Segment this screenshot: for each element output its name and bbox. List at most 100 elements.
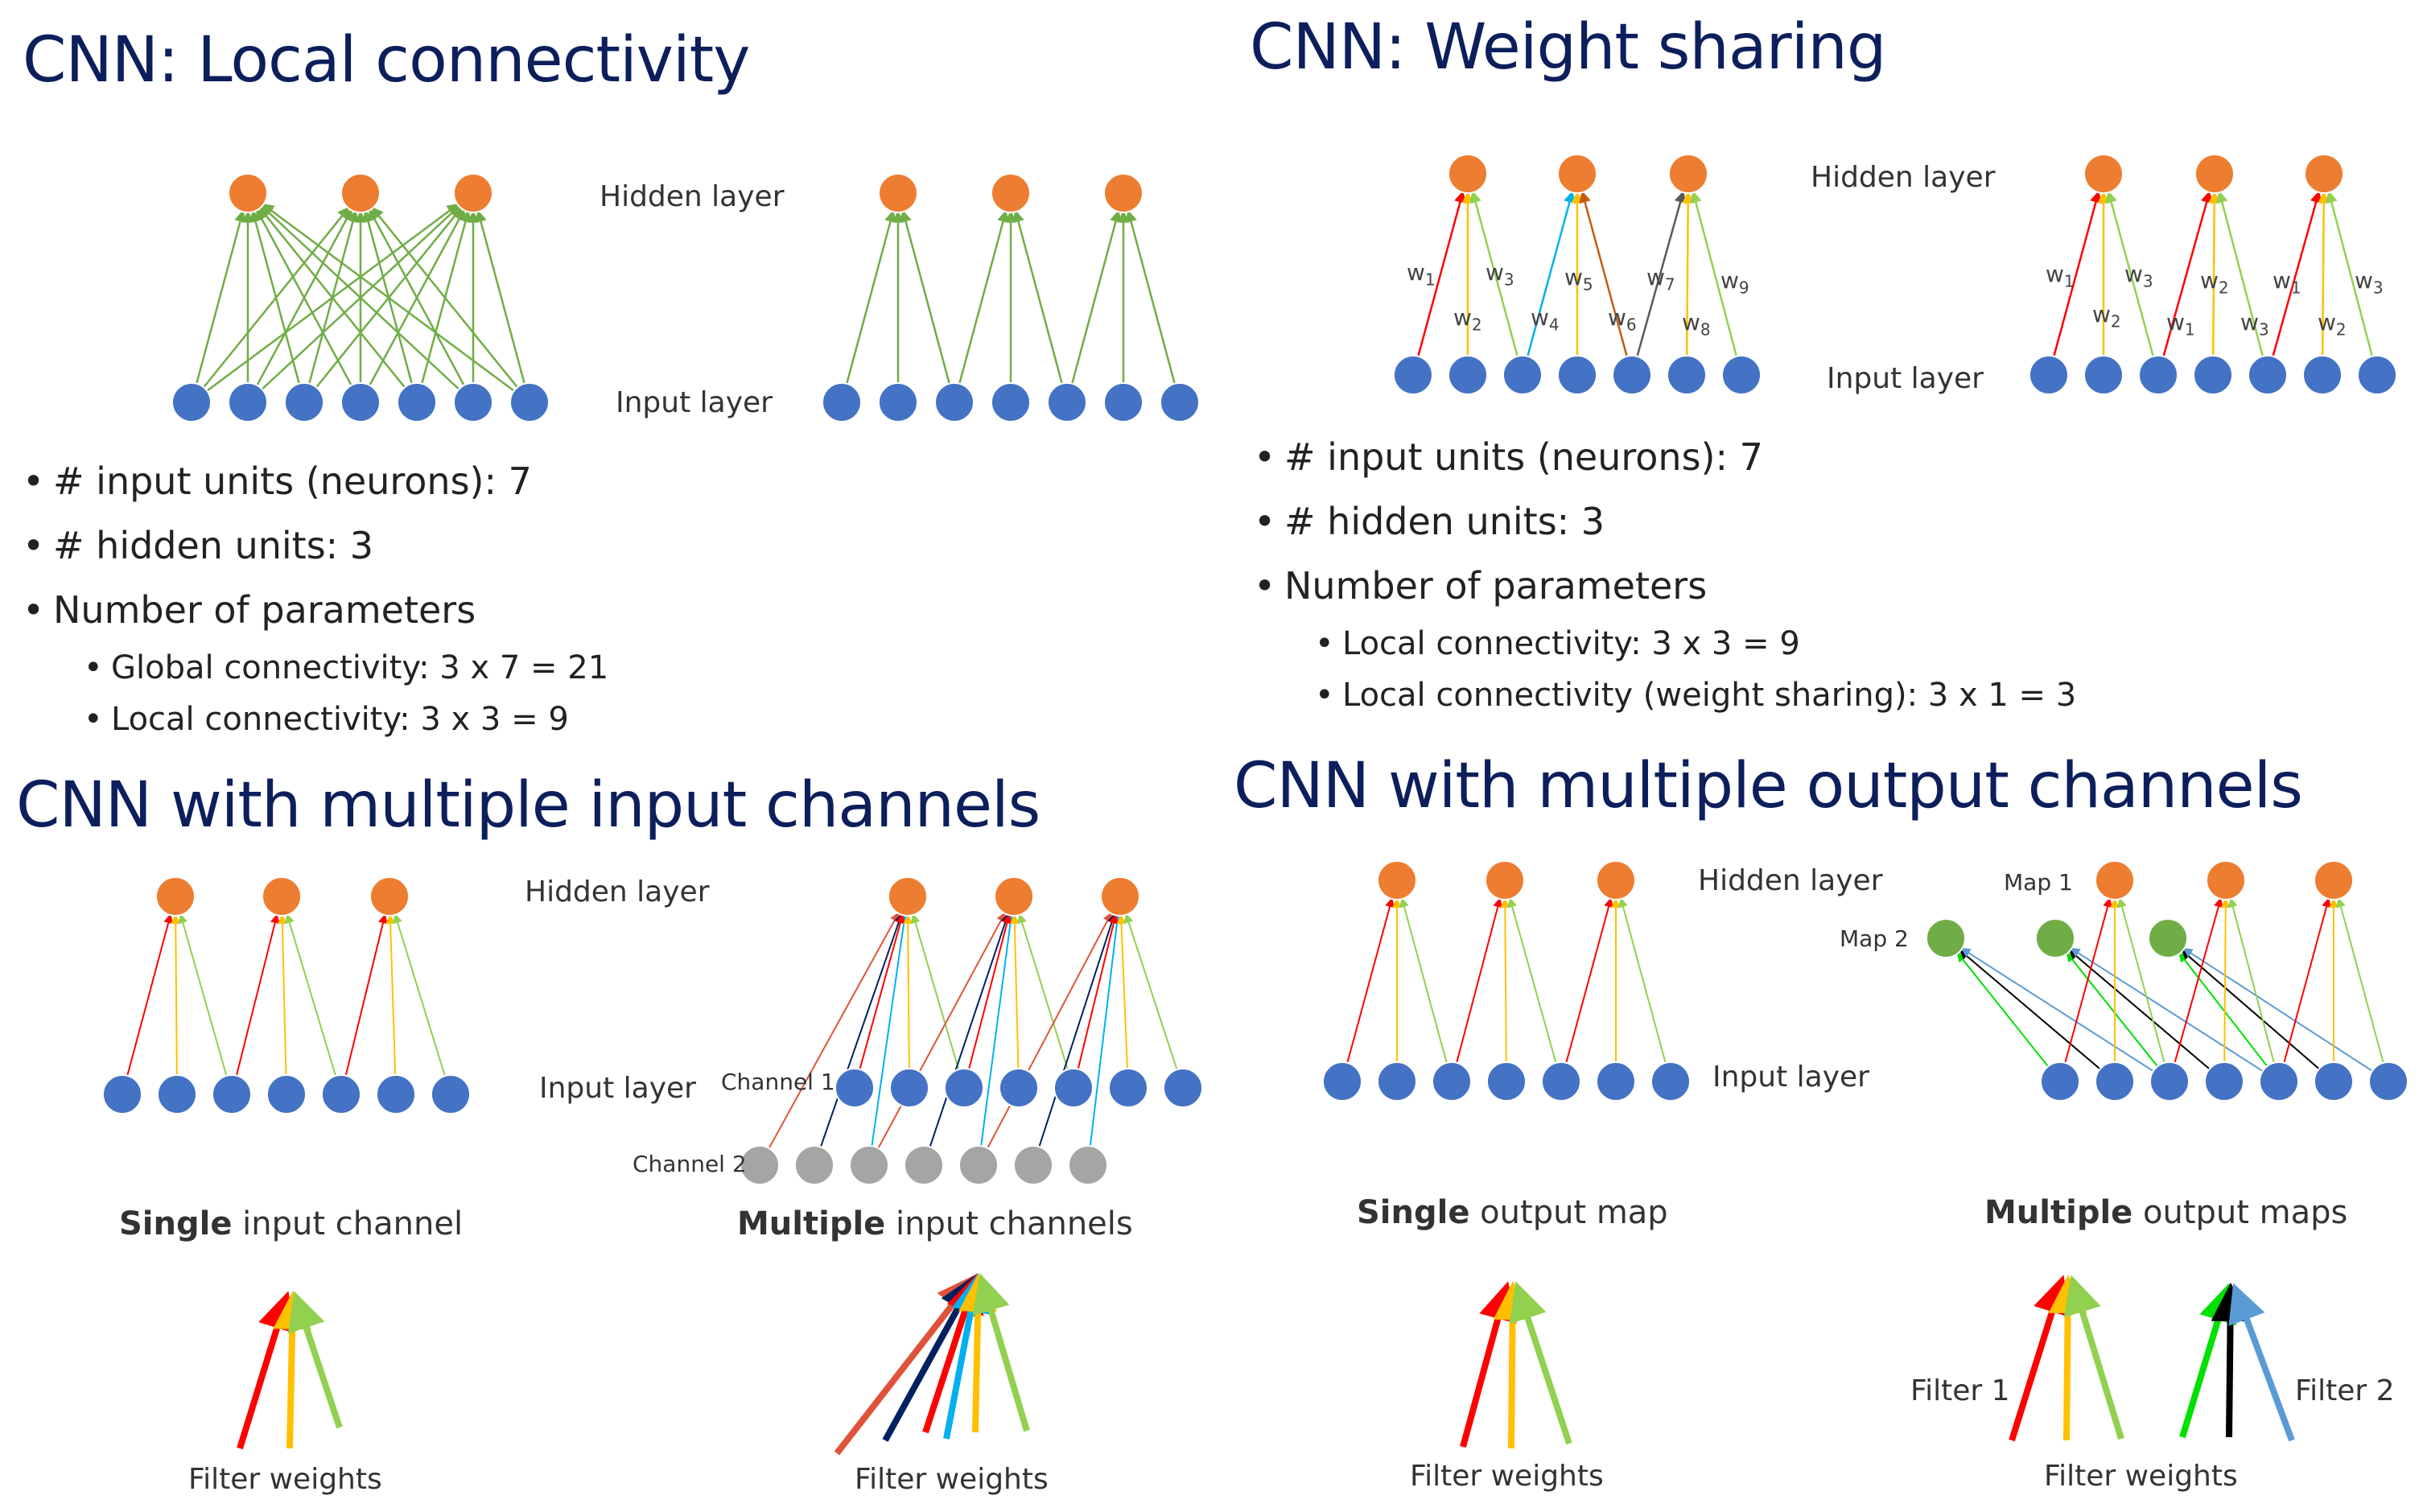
q2-shared-edge-2-2 (2326, 190, 2379, 376)
q4-filter-weights-left: Filter weights (1410, 1460, 1604, 1493)
q2-shared-input-node-4 (2193, 355, 2233, 395)
q2-bullet-num-params: Number of parameters (1252, 554, 2076, 618)
q1-bullet-input-units: # input units (neurons): 7 (21, 449, 608, 513)
q3-filter-right-green (972, 1273, 1030, 1432)
map-1-label: Map 1 (2004, 869, 2073, 896)
q4-multi-input-node-1 (2040, 1061, 2080, 1102)
weight-label-w8: w8 (1682, 309, 1711, 340)
q4-map2-edge-2-1 (2181, 950, 2334, 1082)
q3-channel2-node-7 (1068, 1145, 1108, 1185)
q2-shared-input-node-7 (2357, 355, 2397, 395)
shared-weight-label-w3c: w3 (2355, 267, 2384, 298)
q3-channel1-node-5 (1053, 1068, 1094, 1108)
q1-bullet-hidden-units: # hidden units: 3 (21, 513, 608, 578)
q1-full-edge-2-1 (303, 209, 359, 403)
q4-map1-node-1 (2095, 860, 2135, 900)
q3-ch1-edge-2-0 (1073, 913, 1119, 1089)
q4-multi-input-node-4 (2204, 1061, 2244, 1102)
q4-hidden-layer-label: Hidden layer (1698, 864, 1883, 897)
q2-bullet-input-units: # input units (neurons): 7 (1252, 425, 2076, 489)
q4-map2-edge-1-2 (2070, 947, 2280, 1082)
q2-sub-weight-sharing: Local connectivity (weight sharing): 3 x… (1252, 669, 2076, 721)
q3-ch1-edge-1-0 (963, 913, 1012, 1089)
q4-multi-input-node-2 (2095, 1061, 2135, 1102)
q1-full-hidden-node-1 (228, 173, 268, 213)
q2-unique-input-node-5 (1612, 355, 1652, 395)
q1-full-input-node-7 (509, 382, 550, 422)
q4-single-edge-1-0 (1451, 897, 1503, 1082)
q4-map1-edge-0-0 (2059, 897, 2112, 1082)
q2-unique-edge-0-0 (1411, 190, 1466, 376)
q2-input-layer-label: Input layer (1827, 362, 1984, 395)
q3-ch2-edge-2-2 (1087, 913, 1122, 1166)
q4-input-layer-label: Input layer (1712, 1061, 1869, 1094)
q4-single-input-node-3 (1432, 1061, 1472, 1102)
q1-full-edge-1-2 (247, 204, 461, 403)
q3-ch1-edge-0-0 (854, 913, 905, 1089)
q4-single-input-node-7 (1650, 1061, 1691, 1102)
q2-unique-input-node-6 (1667, 355, 1707, 395)
q4-single-edge-0-0 (1341, 897, 1395, 1082)
filter-2-label: Filter 2 (2295, 1374, 2395, 1407)
q3-single-input-node-5 (321, 1074, 361, 1114)
caption-single-output-map: Single output map (1357, 1194, 1668, 1231)
q2-unique-hidden-node-2 (1557, 154, 1597, 194)
shared-weight-label-w1b: w1 (2166, 309, 2195, 340)
q3-ch1-edge-0-2 (910, 913, 965, 1089)
q2-unique-hidden-node-1 (1448, 154, 1488, 194)
q1-bullet-list: # input units (neurons): 7 # hidden unit… (21, 449, 608, 745)
q4-single-input-node-5 (1541, 1061, 1581, 1102)
q1-full-hidden-node-2 (340, 173, 381, 213)
q3-single-edge-2-1 (385, 913, 397, 1095)
q1-sub-global: Global connectivity: 3 x 7 = 21 (21, 642, 608, 694)
q3-single-input-node-6 (376, 1074, 416, 1114)
q2-shared-input-node-6 (2302, 355, 2343, 395)
q1-full-edge-4-2 (415, 209, 472, 403)
q4-filter2-black (2211, 1283, 2250, 1438)
q1-local-hidden-node-2 (991, 173, 1031, 213)
q4-map1-edge-1-1 (2220, 897, 2231, 1082)
weight-label-w9: w9 (1720, 267, 1749, 298)
q3-hidden-layer-label: Hidden layer (525, 875, 710, 908)
q4-single-hidden-node-2 (1485, 860, 1525, 900)
q3-ch2-edge-1-0 (868, 912, 1006, 1166)
q3-single-input-node-3 (212, 1074, 252, 1114)
q3-ch2-edge-0-2 (868, 913, 909, 1166)
q1-full-edge-5-1 (369, 208, 475, 403)
caption-multiple-output-maps: Multiple output maps (1984, 1194, 2348, 1231)
q3-channel1-node-6 (1108, 1068, 1148, 1108)
q4-filter-weights-right: Filter weights (2044, 1460, 2238, 1493)
q3-single-edge-0-0 (122, 913, 173, 1095)
q3-single-input-node-7 (431, 1074, 471, 1114)
q1-local-hidden-node-1 (878, 173, 918, 213)
q2-unique-edge-1-2 (1579, 190, 1634, 376)
q1-full-edge-4-1 (362, 209, 418, 403)
q3-ch1-edge-1-2 (1017, 913, 1074, 1089)
q4-single-input-node-6 (1596, 1061, 1636, 1102)
q3-single-edge-2-2 (393, 913, 451, 1095)
q3-ch1-edge-1-1 (1009, 913, 1020, 1089)
q3-ch2-edge-0-0 (759, 912, 900, 1166)
q1-full-edge-2-0 (249, 209, 306, 403)
q3-filter-weights-right: Filter weights (855, 1463, 1049, 1496)
q2-shared-edge-0-2 (2105, 190, 2160, 376)
q1-full-input-node-2 (228, 382, 268, 422)
q3-ch2-edge-2-0 (978, 912, 1112, 1166)
q4-map2-node-1 (1926, 918, 1966, 958)
shared-weight-label-w2a: w2 (2092, 301, 2121, 332)
q3-filter-left-green (287, 1291, 343, 1429)
q4-single-edge-1-1 (1500, 897, 1510, 1082)
q3-single-input-node-4 (266, 1074, 307, 1114)
q4-map2-edge-0-2 (1960, 947, 2170, 1082)
q3-channel2-node-3 (849, 1145, 889, 1185)
q1-full-edge-6-0 (262, 203, 530, 404)
q3-channel1-node-1 (834, 1068, 875, 1108)
caption-multiple-input-channels: Multiple input channels (737, 1205, 1133, 1242)
q2-shared-edge-1-0 (2157, 190, 2213, 376)
q1-local-edge-1-0 (953, 209, 1009, 403)
q3-ch2-edge-1-1 (923, 913, 1010, 1166)
weight-label-w4: w4 (1531, 304, 1560, 335)
q4-map1-node-3 (2314, 860, 2354, 900)
q1-local-edge-2-2 (1125, 209, 1181, 403)
q4-map2-edge-2-2 (2182, 947, 2389, 1082)
